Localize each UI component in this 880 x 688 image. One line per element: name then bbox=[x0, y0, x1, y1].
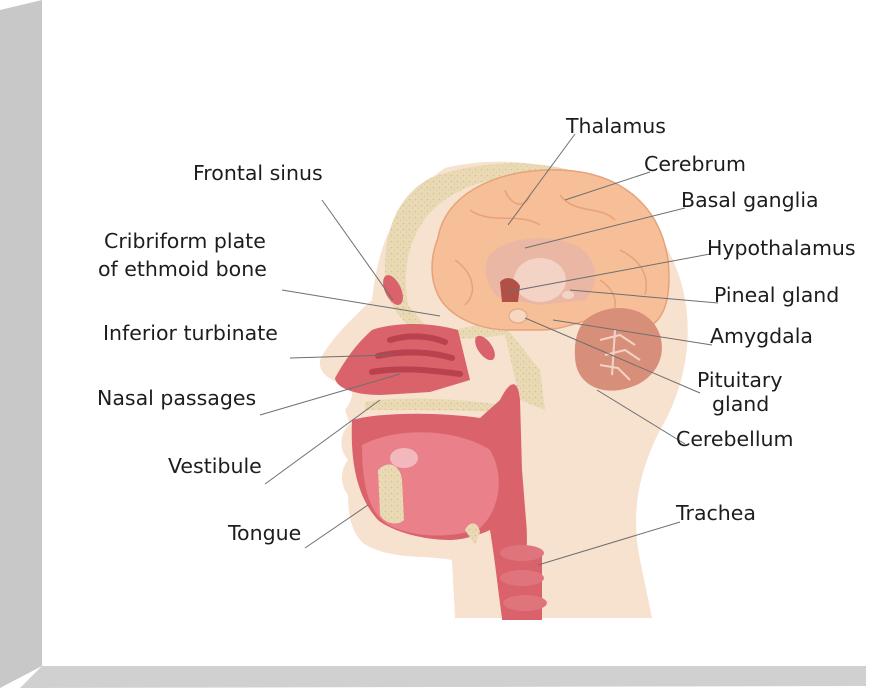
label-pituitary-line2: gland bbox=[712, 392, 769, 416]
label-cribriform-line1: Cribriform plate bbox=[104, 229, 266, 253]
cerebellum-arbor bbox=[599, 329, 641, 381]
canvas-bottom-edge bbox=[20, 666, 866, 688]
cerebellum-shape bbox=[574, 308, 662, 391]
leader-tongue bbox=[304, 504, 369, 549]
hard-palate bbox=[365, 398, 505, 412]
label-pineal-gland: Pineal gland bbox=[714, 283, 839, 307]
pituitary-shape bbox=[508, 308, 528, 324]
skull-bone bbox=[385, 163, 655, 410]
label-basal-ganglia: Basal ganglia bbox=[681, 188, 819, 212]
leader-vestibule bbox=[264, 399, 381, 485]
frontal-sinus-shape bbox=[383, 275, 403, 305]
leader-basal-ganglia bbox=[524, 207, 686, 249]
turbinate-rear bbox=[475, 335, 495, 361]
leader-nasal-passages bbox=[259, 373, 401, 416]
cerebrum-folds bbox=[454, 189, 647, 316]
label-pituitary-line1: Pituitary bbox=[697, 368, 783, 392]
epiglottis bbox=[390, 448, 418, 468]
label-hypothalamus: Hypothalamus bbox=[707, 236, 856, 260]
hypothalamus-shape bbox=[500, 278, 520, 302]
leader-frontal-sinus bbox=[321, 199, 394, 301]
thalamus-shape bbox=[514, 258, 566, 302]
label-cerebrum: Cerebrum bbox=[644, 152, 746, 176]
leader-thalamus bbox=[507, 133, 576, 226]
label-nasal-passages: Nasal passages bbox=[97, 386, 256, 410]
label-trachea: Trachea bbox=[675, 501, 756, 525]
label-cerebellum: Cerebellum bbox=[676, 427, 794, 451]
label-thalamus: Thalamus bbox=[565, 114, 666, 138]
leader-inferior-turbinate bbox=[289, 354, 393, 359]
leader-amygdala bbox=[552, 319, 713, 346]
trachea-shape bbox=[500, 545, 547, 620]
leader-trachea bbox=[537, 521, 681, 566]
label-inferior-turbinate: Inferior turbinate bbox=[103, 321, 278, 345]
turbinates bbox=[369, 333, 463, 377]
leader-cerebrum bbox=[564, 171, 651, 201]
leader-pituitary-gland bbox=[524, 317, 701, 394]
leader-pineal-gland bbox=[569, 289, 719, 304]
label-tongue: Tongue bbox=[227, 521, 301, 545]
label-frontal-sinus: Frontal sinus bbox=[193, 161, 323, 185]
leader-hypothalamus bbox=[506, 253, 711, 293]
hyoid bbox=[465, 523, 480, 545]
pineal-gland-shape bbox=[562, 291, 574, 299]
label-amygdala: Amygdala bbox=[710, 324, 813, 348]
label-vestibule: Vestibule bbox=[168, 454, 262, 478]
label-cribriform-line2: of ethmoid bone bbox=[98, 257, 267, 281]
leader-cerebellum bbox=[596, 389, 686, 445]
mandible-bone bbox=[378, 464, 404, 524]
leader-cribriform bbox=[281, 289, 441, 317]
canvas-left-edge bbox=[0, 0, 42, 688]
